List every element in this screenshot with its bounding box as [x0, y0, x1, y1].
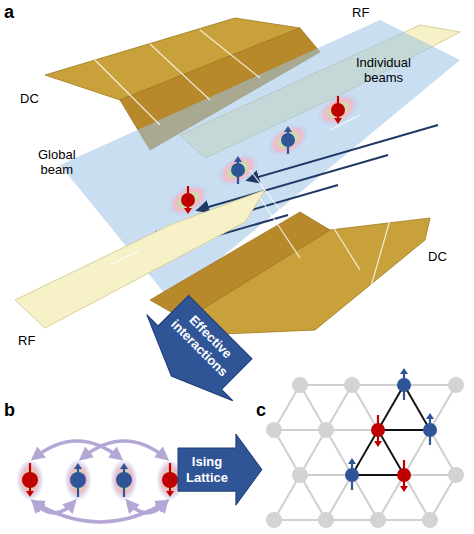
- spin-arrow: [187, 186, 189, 209]
- panel-letter: a: [4, 2, 14, 23]
- lattice-bond: [378, 385, 404, 430]
- interaction-arc: [82, 441, 166, 458]
- electrode-segments: [95, 30, 390, 290]
- spin-arrowhead: [334, 118, 342, 124]
- beam-label: Global beam: [38, 148, 76, 178]
- ion: [111, 460, 137, 500]
- arrow-label: Ising Lattice: [186, 454, 228, 485]
- spin-arrowhead: [374, 441, 382, 447]
- electrode-name: DC: [428, 250, 447, 265]
- lattice-site: [292, 467, 308, 483]
- electrode-name: RF: [18, 334, 35, 349]
- lattice-site: [318, 422, 334, 438]
- spin-arrow: [351, 463, 353, 490]
- spin-arrowhead: [426, 413, 434, 419]
- panel-letter: c: [256, 400, 266, 421]
- spin-arrowhead: [400, 368, 408, 374]
- electrode-name: DC: [20, 92, 39, 107]
- lattice-site: [422, 512, 438, 528]
- segment-gap: [95, 60, 160, 125]
- spin-arrow: [403, 373, 405, 400]
- spin-arrowhead: [120, 463, 128, 469]
- spin-arrow: [237, 161, 239, 184]
- ion-halo: [111, 460, 137, 500]
- spin-arrowhead: [400, 486, 408, 492]
- lattice-bond: [378, 430, 404, 475]
- lattice-bond: [378, 429, 430, 431]
- segment-gap: [110, 250, 140, 265]
- lattice-site: [370, 512, 386, 528]
- panel-letter: b: [4, 400, 15, 421]
- segment-gap: [200, 30, 260, 78]
- lattice-site: [448, 377, 464, 393]
- spin-arrow: [29, 463, 31, 492]
- spin-arrow: [77, 468, 79, 497]
- spin-arrow: [403, 460, 405, 487]
- spin-arrowhead: [348, 458, 356, 464]
- lattice-site: [344, 377, 360, 393]
- ion: [262, 118, 313, 163]
- triangular-lattice: [266, 368, 464, 528]
- spin-arrowhead: [284, 126, 292, 132]
- beam-label: Individual beams: [356, 56, 411, 86]
- ion: [312, 88, 363, 133]
- ion-halo: [17, 460, 43, 500]
- spin-arrowhead: [184, 208, 192, 214]
- lattice-bond: [404, 385, 430, 430]
- block-arrow: Ising Lattice: [178, 434, 262, 505]
- spin-arrowhead: [74, 463, 82, 469]
- spin-arrowhead: [234, 156, 242, 162]
- lattice-site: [448, 467, 464, 483]
- segment-gap: [330, 222, 360, 270]
- spin-arrow: [287, 131, 289, 154]
- lattice-site: [266, 422, 282, 438]
- lattice-site: [318, 512, 334, 528]
- coupling-bond: [378, 429, 430, 431]
- lattice-site: [292, 377, 308, 393]
- spin-arrow: [429, 418, 431, 445]
- ion: [65, 460, 91, 500]
- interaction-arc: [34, 502, 166, 522]
- coupling-bond: [352, 474, 404, 476]
- coupling-bond: [352, 430, 378, 475]
- segment-gap: [250, 170, 280, 210]
- spin-arrowhead: [166, 491, 174, 497]
- ion-chain: [17, 441, 183, 522]
- spin-arrow: [337, 96, 339, 119]
- electrodes: [15, 190, 430, 335]
- lattice-bond: [352, 474, 404, 476]
- spin-arrowhead: [26, 491, 34, 497]
- lattice-bond: [404, 430, 430, 475]
- coupling-bond: [404, 385, 430, 430]
- lattice-bond: [352, 430, 378, 475]
- spin-arrow: [123, 468, 125, 497]
- arrow-body: [178, 434, 262, 505]
- ion-halo: [262, 118, 313, 163]
- ion-halo: [65, 460, 91, 500]
- segment-gap: [260, 198, 300, 258]
- lattice-site: [266, 512, 282, 528]
- ion-halo: [312, 88, 363, 133]
- segment-gap: [330, 115, 360, 130]
- spin-arrow: [377, 415, 379, 442]
- ion: [212, 148, 263, 193]
- arrow-body: [129, 285, 264, 420]
- coupling-bond: [378, 385, 404, 430]
- segment-gap: [150, 44, 210, 100]
- text-group: Ising Lattice: [186, 454, 228, 485]
- electrode-name: RF: [352, 6, 369, 21]
- dc-electrode: [185, 218, 430, 335]
- ion-halo: [212, 148, 263, 193]
- segment-gap: [370, 220, 390, 290]
- spin-arrow: [169, 463, 171, 492]
- coupling-bond: [378, 430, 404, 475]
- ion: [17, 460, 43, 500]
